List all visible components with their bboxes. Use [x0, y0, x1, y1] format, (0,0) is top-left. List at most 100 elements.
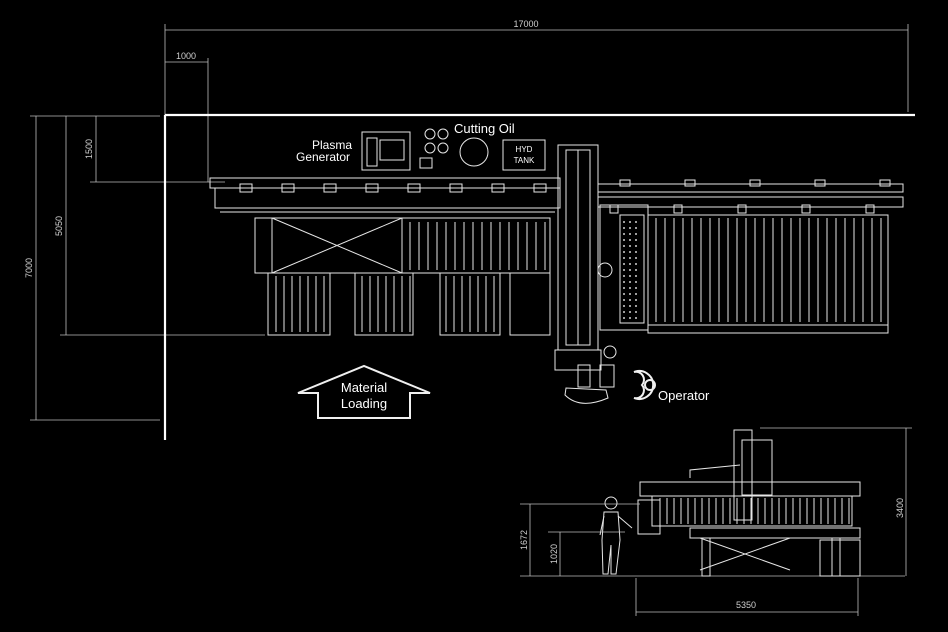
dim-1000: 1000 [176, 51, 196, 61]
cutting-zone-dot [629, 287, 631, 289]
rail-clamp [449, 183, 463, 193]
rail-clamp [879, 179, 891, 187]
cutting-zone-dot [629, 239, 631, 241]
cutting-zone-dot [635, 233, 637, 235]
material-label-2: Loading [341, 396, 387, 411]
rail-system [209, 177, 904, 214]
rail-clamp [814, 179, 826, 187]
rail-clamp [281, 183, 295, 193]
cutting-zone-dot [623, 233, 625, 235]
cutting-zone-dot [629, 281, 631, 283]
cutting-zone-dot [629, 269, 631, 271]
cutting-zone-dot [635, 263, 637, 265]
cutting-zone-dot [635, 293, 637, 295]
rail-clamp [365, 183, 379, 193]
plasma-label-1: Plasma [312, 138, 352, 152]
dim-5350: 5350 [736, 600, 756, 610]
plasma-generator [361, 131, 411, 171]
rail-clamp [737, 204, 747, 214]
cutting-zone-dot [623, 281, 625, 283]
cutting-zone-dot [629, 227, 631, 229]
hyd-tank-label-2: TANK [514, 156, 535, 165]
dim-1020: 1020 [549, 544, 559, 564]
cutting-zone-dot [635, 251, 637, 253]
rail-clamp [801, 204, 811, 214]
cutting-zone-dot [629, 293, 631, 295]
cutting-zone-dot [635, 275, 637, 277]
cutting-zone-dot [635, 227, 637, 229]
operator-figure [599, 496, 633, 575]
dim-1672: 1672 [519, 530, 529, 550]
hyd-tank-label-1: HYD [516, 145, 533, 154]
cutting-zone-dot [629, 299, 631, 301]
cutting-zone-dot [635, 287, 637, 289]
cutting-zone-dot [635, 221, 637, 223]
cutting-zone-dot [623, 299, 625, 301]
gantry [554, 144, 617, 404]
rail-clamp [323, 183, 337, 193]
cutting-zone-dot [623, 305, 625, 307]
dimension-offset-left: 1000 [165, 51, 209, 182]
cutting-zone-dot [635, 269, 637, 271]
cutting-zone-dot [623, 221, 625, 223]
rail-clamp [865, 204, 875, 214]
cutting-zone-dot [623, 239, 625, 241]
cutting-zone-dot [629, 245, 631, 247]
rail-clamp [239, 183, 253, 193]
cutting-zone-dot [629, 263, 631, 265]
cutting-zone-dot [635, 311, 637, 313]
cutting-zone-dot [623, 245, 625, 247]
cutting-zone-dot [635, 239, 637, 241]
cutting-zone-dot [629, 275, 631, 277]
side-elevation: 1672 1020 3400 5350 [519, 427, 912, 616]
rail-clamp [407, 183, 421, 193]
cutting-zone-dot [635, 257, 637, 259]
cutting-zone-dot [635, 245, 637, 247]
rail-clamp [533, 183, 547, 193]
cutting-zone-dot [629, 221, 631, 223]
cutting-zone-dot [629, 233, 631, 235]
rail-clamp [609, 204, 619, 214]
cutting-zone-dot [623, 227, 625, 229]
cutting-zone-dot [623, 275, 625, 277]
plasma-label-2: Generator [296, 150, 350, 164]
cutting-zone-dot [623, 287, 625, 289]
cutting-zone-dot [623, 269, 625, 271]
cutting-zone-dot [635, 305, 637, 307]
cutting-zone-dot [635, 281, 637, 283]
cutting-zone-dot [635, 299, 637, 301]
building-wall [163, 113, 915, 440]
hyd-tank: HYD TANK [502, 139, 546, 171]
cutting-oil-tanks [419, 128, 489, 169]
left-table [254, 217, 551, 336]
dim-7000: 7000 [24, 258, 34, 278]
cutting-zone-dot [623, 257, 625, 259]
operator-label: Operator [658, 388, 710, 403]
dimension-overall-length: 17000 [164, 19, 909, 118]
cutting-zone-dot [629, 311, 631, 313]
cutting-zone-dot [629, 317, 631, 319]
cutting-zone-dot [623, 263, 625, 265]
cutting-oil-label: Cutting Oil [454, 121, 515, 136]
operator-icon [633, 370, 656, 400]
rail-clamp [684, 179, 696, 187]
cutting-zone-dot [629, 257, 631, 259]
cutting-zone [599, 204, 649, 331]
cutting-zone-dot [635, 317, 637, 319]
rail-clamp [749, 179, 761, 187]
cutting-zone-dot [623, 293, 625, 295]
dim-3400: 3400 [895, 498, 905, 518]
dim-17000: 17000 [513, 19, 538, 29]
dim-1500: 1500 [84, 139, 94, 159]
material-loading-arrow [297, 364, 431, 419]
cutting-zone-dot [629, 305, 631, 307]
rail-clamp [619, 179, 631, 187]
material-label-1: Material [341, 380, 387, 395]
dimension-vertical: 7000 5050 1500 [24, 115, 265, 421]
rail-clamp [673, 204, 683, 214]
cutting-zone-dot [629, 251, 631, 253]
cutting-zone-dot [623, 251, 625, 253]
cutting-zone-dot [623, 317, 625, 319]
rail-clamp [491, 183, 505, 193]
